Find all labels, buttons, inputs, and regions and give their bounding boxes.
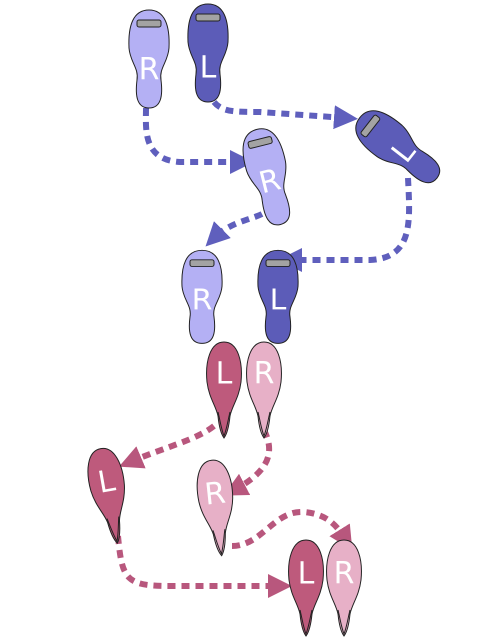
- lead-right-foot-1: R: [128, 9, 170, 109]
- foot-label: R: [192, 283, 213, 316]
- foot-label: L: [200, 51, 217, 86]
- follow-left-foot-1: L: [206, 341, 242, 439]
- foot-label: R: [203, 476, 227, 513]
- follow-path-r2-r3: [231, 508, 353, 551]
- lead-left-foot-1: L: [187, 3, 229, 103]
- lead-path-l2-l3: [278, 177, 413, 272]
- lead-path-r2-r3: [205, 211, 264, 247]
- foot-label: L: [298, 557, 315, 592]
- lead-path-r1-r2: [142, 107, 254, 174]
- follow-left-foot-3: L: [288, 539, 324, 637]
- lead-right-foot-3: R: [181, 249, 223, 344]
- foot-label: R: [334, 557, 355, 592]
- follow-path-l1-l2: [118, 423, 216, 469]
- follow-right-foot-3: R: [326, 539, 362, 637]
- foot-label: R: [254, 357, 275, 392]
- foot-label: L: [270, 283, 287, 316]
- lead-left-foot-2: L: [346, 101, 450, 195]
- lead-path-l1-l2: [211, 99, 358, 130]
- follow-left-foot-2: L: [83, 445, 136, 547]
- follow-path-l2-l3: [115, 535, 292, 598]
- lead-right-foot-2: R: [236, 123, 301, 230]
- lead-left-foot-3: L: [257, 249, 299, 344]
- foot-label: R: [139, 53, 160, 88]
- follow-right-foot-1: R: [246, 341, 282, 439]
- foot-label: L: [95, 463, 118, 500]
- foot-label: L: [216, 357, 233, 392]
- follow-right-foot-2: R: [193, 457, 240, 559]
- follow-path-r1-r2: [223, 428, 273, 496]
